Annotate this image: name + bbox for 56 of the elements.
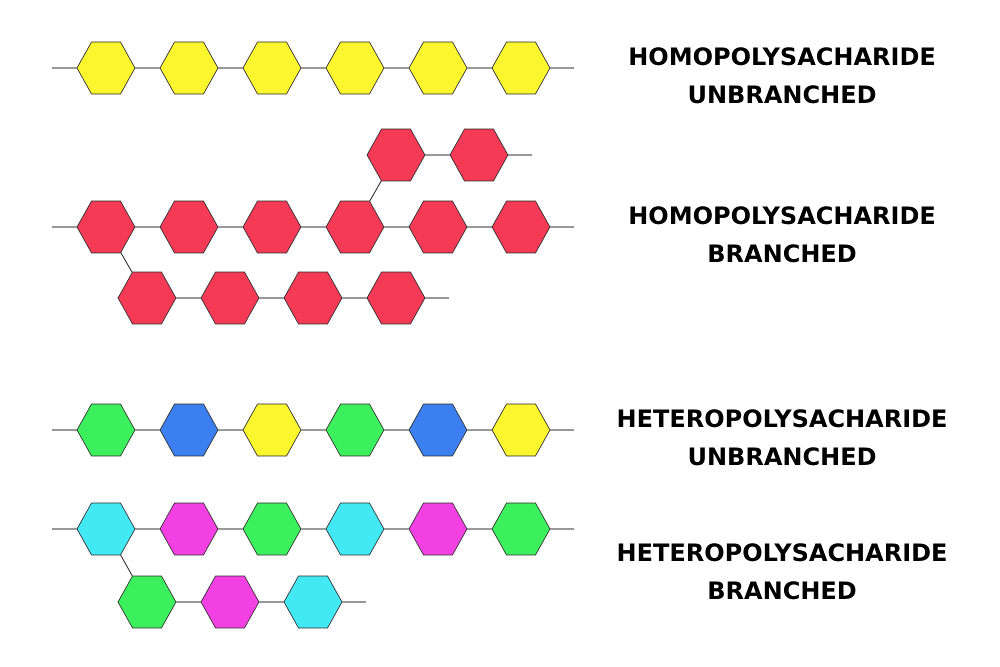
hexagon-unit — [77, 404, 135, 456]
hexagon-unit — [284, 576, 342, 628]
hexagon-unit — [492, 503, 550, 555]
connector-line — [120, 252, 133, 273]
connector-line — [218, 528, 244, 530]
hexagon-unit — [492, 42, 550, 94]
hexagon-unit — [326, 404, 384, 456]
connector-line — [550, 528, 574, 530]
hexagon-unit — [492, 404, 550, 456]
hexagon-unit — [409, 503, 467, 555]
hexagon-unit — [201, 576, 259, 628]
connector-line — [300, 226, 326, 228]
hexagon-unit — [160, 201, 218, 253]
chain-type-label: HOMOPOLYSACHARIDE UNBRANCHED — [627, 42, 937, 111]
hexagon-unit — [201, 272, 259, 324]
hexagon-unit — [409, 42, 467, 94]
connector-line — [424, 154, 450, 156]
chain-type-label: HOMOPOLYSACHARIDE BRANCHED — [627, 201, 937, 270]
hexagon-unit — [326, 201, 384, 253]
connector-line — [120, 554, 133, 577]
hexagon-unit — [243, 201, 301, 253]
hexagon-unit — [409, 201, 467, 253]
hexagon-unit — [243, 404, 301, 456]
hexagon-unit — [77, 503, 135, 555]
hexagon-unit — [160, 503, 218, 555]
hexagon-unit — [160, 42, 218, 94]
connector-line — [218, 226, 244, 228]
connector-line — [134, 226, 160, 228]
hexagon-unit — [118, 272, 176, 324]
hexagon-unit — [326, 503, 384, 555]
hexagon-unit — [243, 42, 301, 94]
connector-line — [384, 528, 410, 530]
connector-line — [52, 226, 78, 228]
connector-line — [508, 154, 532, 156]
connector-line — [300, 528, 326, 530]
chain-type-label: HETEROPOLYSACHARIDE BRANCHED — [616, 538, 948, 607]
connector-line — [466, 528, 492, 530]
hexagon-unit — [326, 42, 384, 94]
hexagon-unit — [367, 129, 425, 181]
hexagon-unit — [77, 201, 135, 253]
hexagon-unit — [243, 503, 301, 555]
hexagon-unit — [450, 129, 508, 181]
hexagon-unit — [367, 272, 425, 324]
connector-line — [550, 226, 574, 228]
hexagon-unit — [492, 201, 550, 253]
connector-line — [369, 180, 382, 202]
chain-type-label: HETEROPOLYSACHARIDE UNBRANCHED — [616, 404, 948, 473]
hexagon-unit — [160, 404, 218, 456]
hexagon-unit — [77, 42, 135, 94]
connector-line — [466, 226, 492, 228]
connector-line — [52, 528, 78, 530]
hexagon-unit — [284, 272, 342, 324]
hexagon-unit — [118, 576, 176, 628]
connector-line — [134, 528, 160, 530]
hexagon-unit — [409, 404, 467, 456]
connector-line — [384, 226, 410, 228]
